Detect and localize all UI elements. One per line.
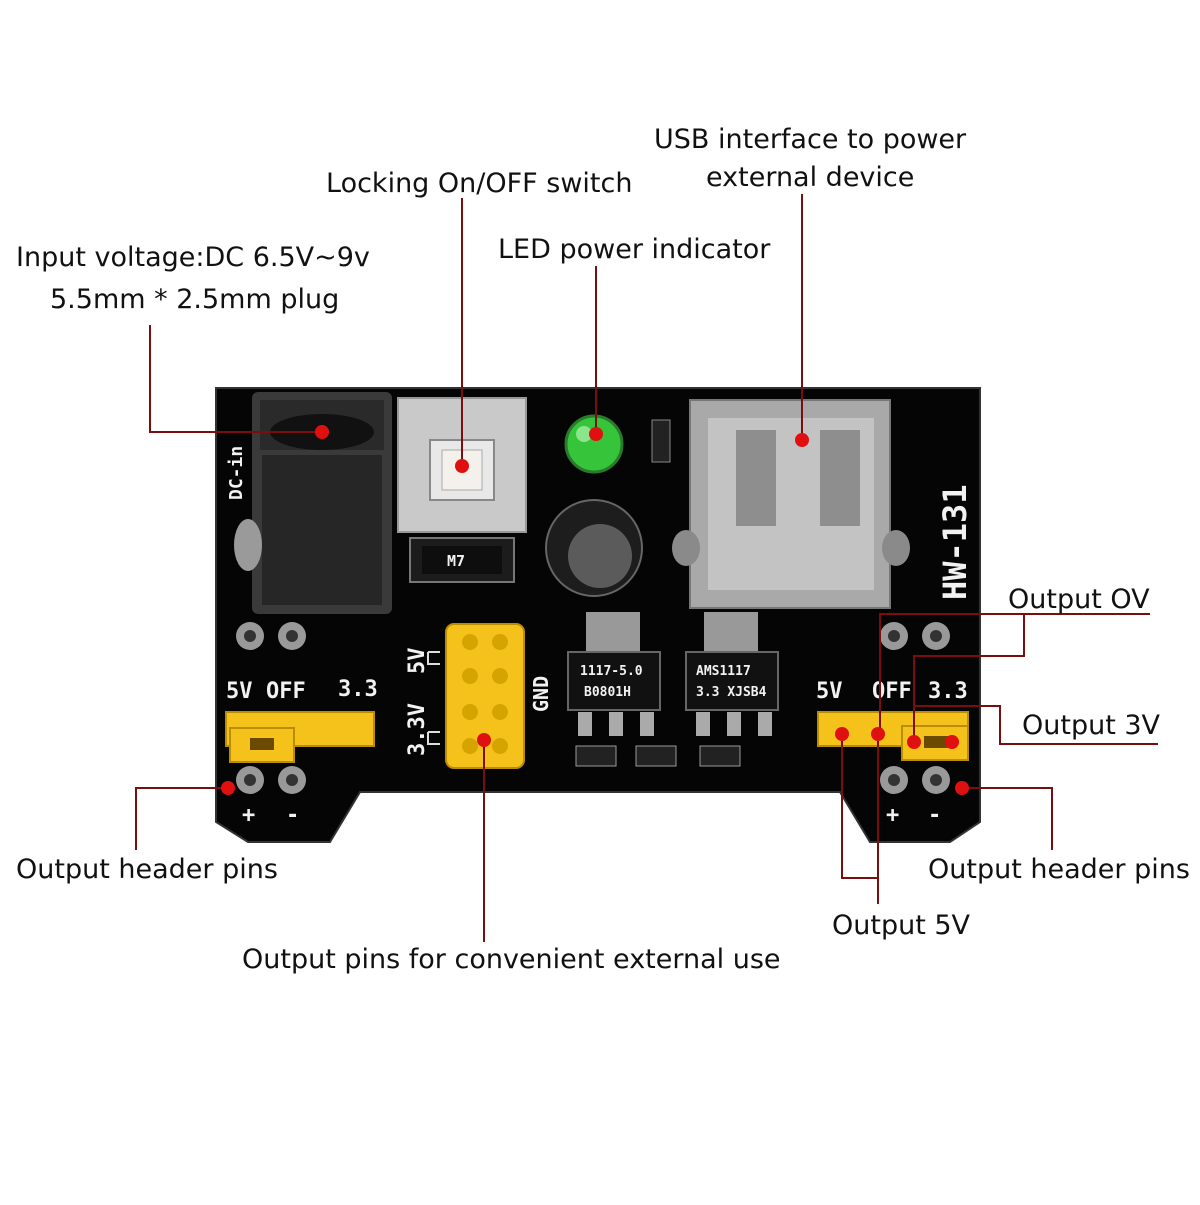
callout-lines bbox=[135, 194, 1158, 942]
callout-line-5v bbox=[841, 734, 879, 879]
left-output-header bbox=[236, 766, 306, 794]
label-output-3v: Output 3V bbox=[1022, 710, 1161, 741]
gnd-silk: GND bbox=[529, 676, 553, 712]
right-33-silk: 3.3 bbox=[928, 679, 968, 704]
dot-usb bbox=[795, 433, 809, 447]
dot-3v-b bbox=[945, 735, 959, 749]
led bbox=[564, 414, 624, 474]
right-plus: + bbox=[886, 803, 899, 828]
dot-3v-a bbox=[907, 735, 921, 749]
capacitor bbox=[545, 499, 643, 597]
label-locking-switch: Locking On/OFF switch bbox=[326, 168, 633, 199]
header-bracket-5v bbox=[427, 651, 440, 665]
right-minus: - bbox=[928, 803, 941, 828]
callout-dots bbox=[221, 425, 969, 795]
callout-line-3v bbox=[914, 705, 1158, 745]
label-output-5v: Output 5V bbox=[832, 910, 971, 941]
label-usb-line1: USB interface to power bbox=[654, 124, 967, 155]
label-output-0v: Output OV bbox=[1008, 584, 1150, 615]
label-led-indicator: LED power indicator bbox=[498, 234, 771, 265]
diode-label: M7 bbox=[447, 552, 465, 570]
dot-5v-a bbox=[835, 727, 849, 741]
callout-line-input bbox=[149, 325, 322, 433]
header-bracket-33v bbox=[427, 731, 440, 745]
smd-cap-1 bbox=[575, 745, 617, 767]
dot-led bbox=[589, 427, 603, 441]
smd-cap-2 bbox=[635, 745, 677, 767]
label-input-voltage: Input voltage:DC 6.5V~9v bbox=[16, 242, 370, 273]
diode-m7 bbox=[409, 537, 515, 583]
callout-line-0v-b bbox=[913, 614, 1025, 742]
regulator-5v bbox=[567, 612, 661, 736]
regulator-3v3 bbox=[685, 612, 779, 736]
pin-33v-silk: 3.3V bbox=[405, 703, 430, 756]
left-5v-silk: 5V bbox=[226, 679, 253, 704]
label-plug-size: 5.5mm * 2.5mm plug bbox=[50, 284, 340, 315]
reg1-line2: B0801H bbox=[584, 685, 631, 700]
right-output-header bbox=[880, 766, 950, 794]
dot-5v-b bbox=[871, 727, 885, 741]
reg2-line1: AMS1117 bbox=[696, 664, 751, 679]
label-output-header-left: Output header pins bbox=[16, 854, 278, 885]
right-5v-silk: 5V bbox=[816, 679, 843, 704]
dot-output-pins bbox=[477, 733, 491, 747]
dot-header-right bbox=[955, 781, 969, 795]
left-plus: + bbox=[242, 803, 255, 828]
callout-line-0v bbox=[879, 613, 1150, 734]
model-silkscreen: HW-131 bbox=[936, 484, 974, 600]
left-off-silk: OFF bbox=[266, 679, 306, 704]
dot-header-left bbox=[221, 781, 235, 795]
usb-connector bbox=[672, 399, 910, 609]
label-output-header-right: Output header pins bbox=[928, 854, 1190, 885]
reg2-line2: 3.3 XJSB4 bbox=[696, 685, 767, 700]
label-output-pins: Output pins for convenient external use bbox=[242, 944, 781, 975]
left-power-jumper bbox=[225, 711, 375, 763]
dc-in-silkscreen: DC-in bbox=[226, 446, 247, 500]
reg1-line1: 1117-5.0 bbox=[580, 664, 643, 679]
left-top-pads bbox=[236, 622, 306, 650]
callout-line-header-right bbox=[962, 787, 1053, 850]
dot-switch bbox=[455, 459, 469, 473]
left-33-silk: 3.3 bbox=[338, 677, 378, 702]
smd-resistor-led bbox=[651, 419, 671, 463]
pin-5v-silk: 5V bbox=[405, 648, 430, 675]
label-usb-line2: external device bbox=[706, 162, 915, 193]
left-minus: - bbox=[286, 803, 299, 828]
dot-input bbox=[315, 425, 329, 439]
smd-cap-3 bbox=[699, 745, 741, 767]
dc-barrel-jack bbox=[234, 392, 392, 614]
callout-line-header-left bbox=[135, 787, 228, 850]
right-off-silk: OFF bbox=[872, 679, 912, 704]
right-top-pads bbox=[880, 622, 950, 650]
